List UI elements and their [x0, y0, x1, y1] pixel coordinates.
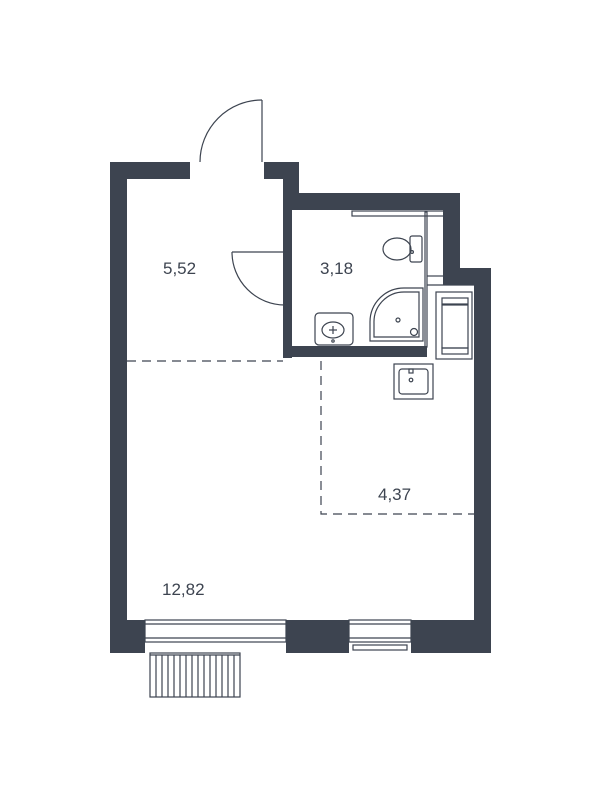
window-left: [144, 619, 287, 643]
kitchen-area-label: 4,37: [378, 485, 411, 504]
zone-boundaries: [127, 360, 474, 515]
entrance-door[interactable]: [199, 99, 263, 163]
window-right: [348, 619, 412, 651]
living-room-area-label: 12,82: [162, 580, 205, 599]
stove-icon: [435, 291, 473, 360]
kitchen-sink-icon: [393, 363, 434, 400]
bathroom-area-label: 3,18: [320, 259, 353, 278]
bathroom-door[interactable]: [231, 251, 286, 306]
washbasin-icon: [314, 312, 354, 346]
walls: [110, 162, 491, 653]
bathroom-partition: [283, 193, 474, 358]
shower-icon: [369, 287, 424, 342]
balcony-grille: [149, 652, 241, 698]
hallway-area-label: 5,52: [163, 259, 196, 278]
toilet-icon: [382, 235, 423, 263]
